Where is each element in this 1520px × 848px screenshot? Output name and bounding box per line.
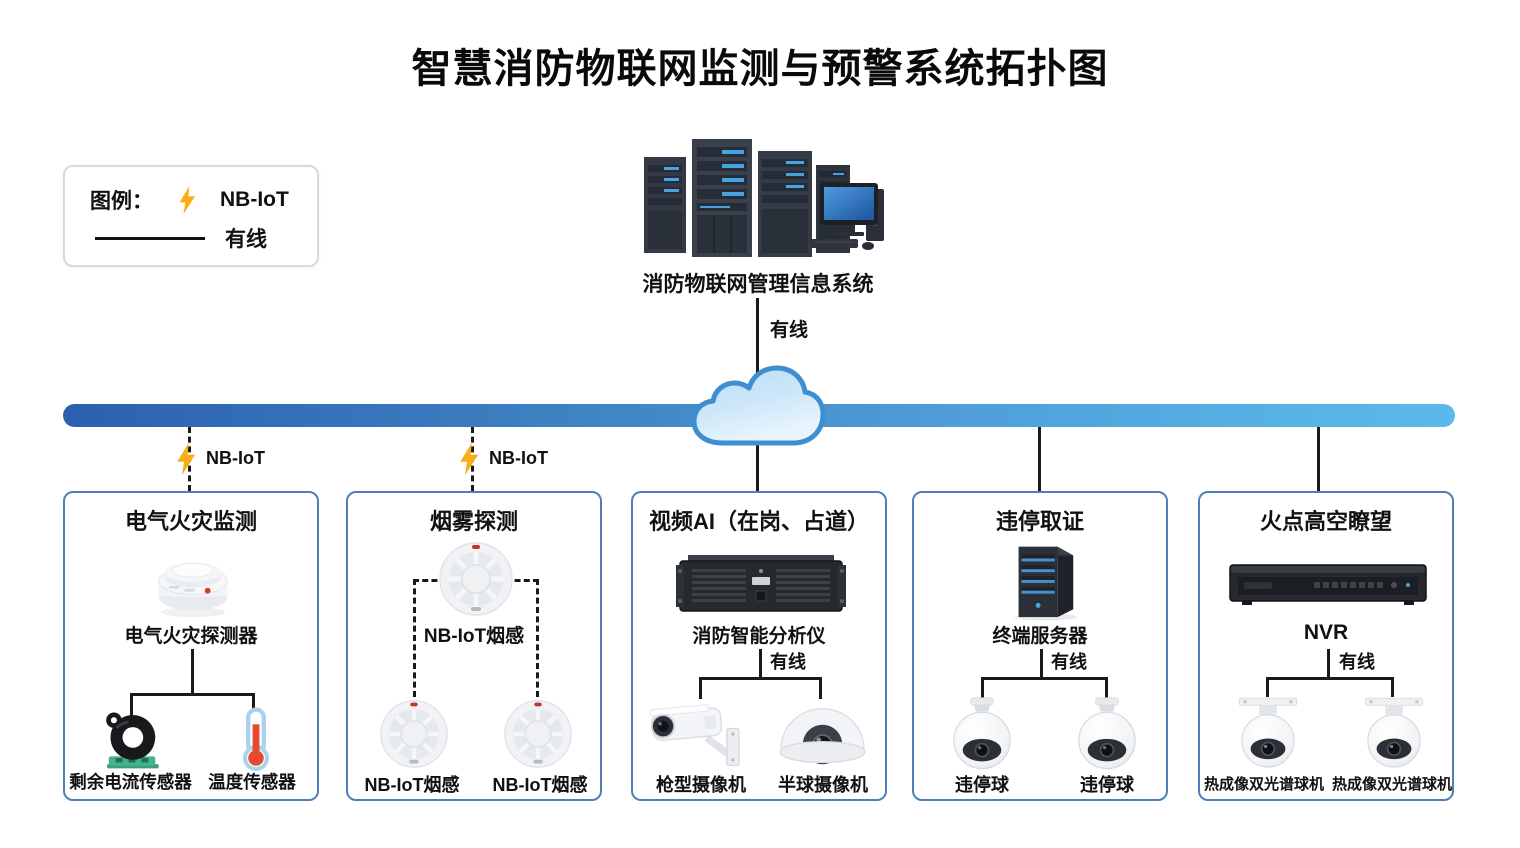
group-title: 烟雾探测 [429, 509, 518, 534]
lightning-icon [177, 442, 196, 476]
page-title: 智慧消防物联网监测与预警系统拓扑图 [411, 47, 1109, 91]
group-title: 违停取证 [995, 509, 1084, 534]
cloud-icon [691, 365, 826, 446]
group-title: 视频AI（在岗、占道） [648, 509, 869, 534]
device-label: NB-IoT烟感 [423, 626, 525, 647]
wired-line-sample [95, 236, 205, 240]
ptz-ball-camera-image [953, 697, 1011, 770]
branch-connector [699, 677, 822, 699]
wired-drop-line-5 [1317, 427, 1320, 491]
group-title: 电气火灾监测 [124, 509, 257, 534]
lightning-icon [172, 185, 202, 215]
electrical-fire-detector-image [158, 562, 228, 618]
dome-camera-image [779, 708, 866, 765]
ptz-ball-camera-image [1078, 697, 1136, 770]
nvr-image [1229, 564, 1427, 605]
legend-wired-label: 有线 [225, 228, 267, 251]
wired-label: 有线 [1051, 652, 1087, 672]
device-label: 消防智能分析仪 [692, 626, 826, 647]
group-title: 火点高空瞭望 [1259, 509, 1392, 534]
branch-stem [759, 649, 762, 677]
child-device-label: 违停球 [1080, 775, 1134, 795]
terminal-server-image [1014, 546, 1078, 621]
branch-connector [130, 693, 255, 719]
uplink-wired-label: 有线 [770, 320, 809, 341]
management-system-label: 消防物联网管理信息系统 [642, 273, 874, 296]
branch-connector [1266, 677, 1394, 697]
lightning-icon [460, 442, 479, 476]
wired-label: 有线 [1339, 652, 1375, 672]
temperature-sensor-image [243, 707, 269, 771]
legend-box: 图例： NB-IoT 有线 [63, 165, 319, 267]
child-device-label: 枪型摄像机 [656, 775, 746, 795]
group-box-fire-lookout: 火点高空瞭望 NVR 有线 [1198, 491, 1454, 801]
legend-heading: 图例： [90, 190, 153, 213]
wired-label: 有线 [770, 652, 806, 672]
child-device-label: 热成像双光谱球机 [1331, 776, 1452, 793]
group-box-parking-enforcement: 违停取证 终端服务器 有线 [912, 491, 1168, 801]
branch-stem [1327, 649, 1330, 677]
child-device-label: 违停球 [955, 775, 1009, 795]
child-device-label: 温度传感器 [208, 772, 296, 792]
nbiot-label-2: NB-IoT [489, 448, 548, 468]
child-device-label: 剩余电流传感器 [69, 772, 192, 792]
nbiot-label-1: NB-IoT [206, 448, 265, 468]
nbiot-smoke-detector-image [379, 699, 449, 769]
residual-current-sensor-image [106, 712, 159, 769]
branch-stem [1040, 649, 1043, 677]
device-label: 电气火灾探测器 [124, 626, 258, 647]
child-device-label: NB-IoT烟感 [364, 775, 460, 795]
group-box-electrical-fire: 电气火灾监测 电气火灾探测器 [63, 491, 319, 801]
fire-ai-analyzer-image [676, 555, 846, 612]
group-box-video-ai: 视频AI（在岗、占道） 消防智能分析仪 有线 [631, 491, 887, 801]
nbiot-smoke-detector-image [438, 541, 514, 617]
child-device-label: 半球摄像机 [778, 775, 868, 795]
child-device-label: 热成像双光谱球机 [1203, 776, 1324, 793]
server-cluster-image [644, 139, 884, 257]
branch-connector [981, 677, 1108, 699]
group-box-smoke-detection: 烟雾探测 NB-IoT烟感 [346, 491, 602, 801]
wired-drop-line-4 [1038, 427, 1041, 491]
nbiot-smoke-detector-image [503, 699, 573, 769]
thermal-ptz-camera-image [1239, 697, 1297, 768]
legend-nbiot-label: NB-IoT [220, 188, 289, 211]
device-label: NVR [1303, 621, 1349, 644]
device-label: 终端服务器 [992, 626, 1088, 647]
bullet-camera-image [649, 704, 740, 767]
thermal-ptz-camera-image [1365, 697, 1423, 768]
child-device-label: NB-IoT烟感 [492, 775, 588, 795]
branch-stem [191, 649, 194, 693]
